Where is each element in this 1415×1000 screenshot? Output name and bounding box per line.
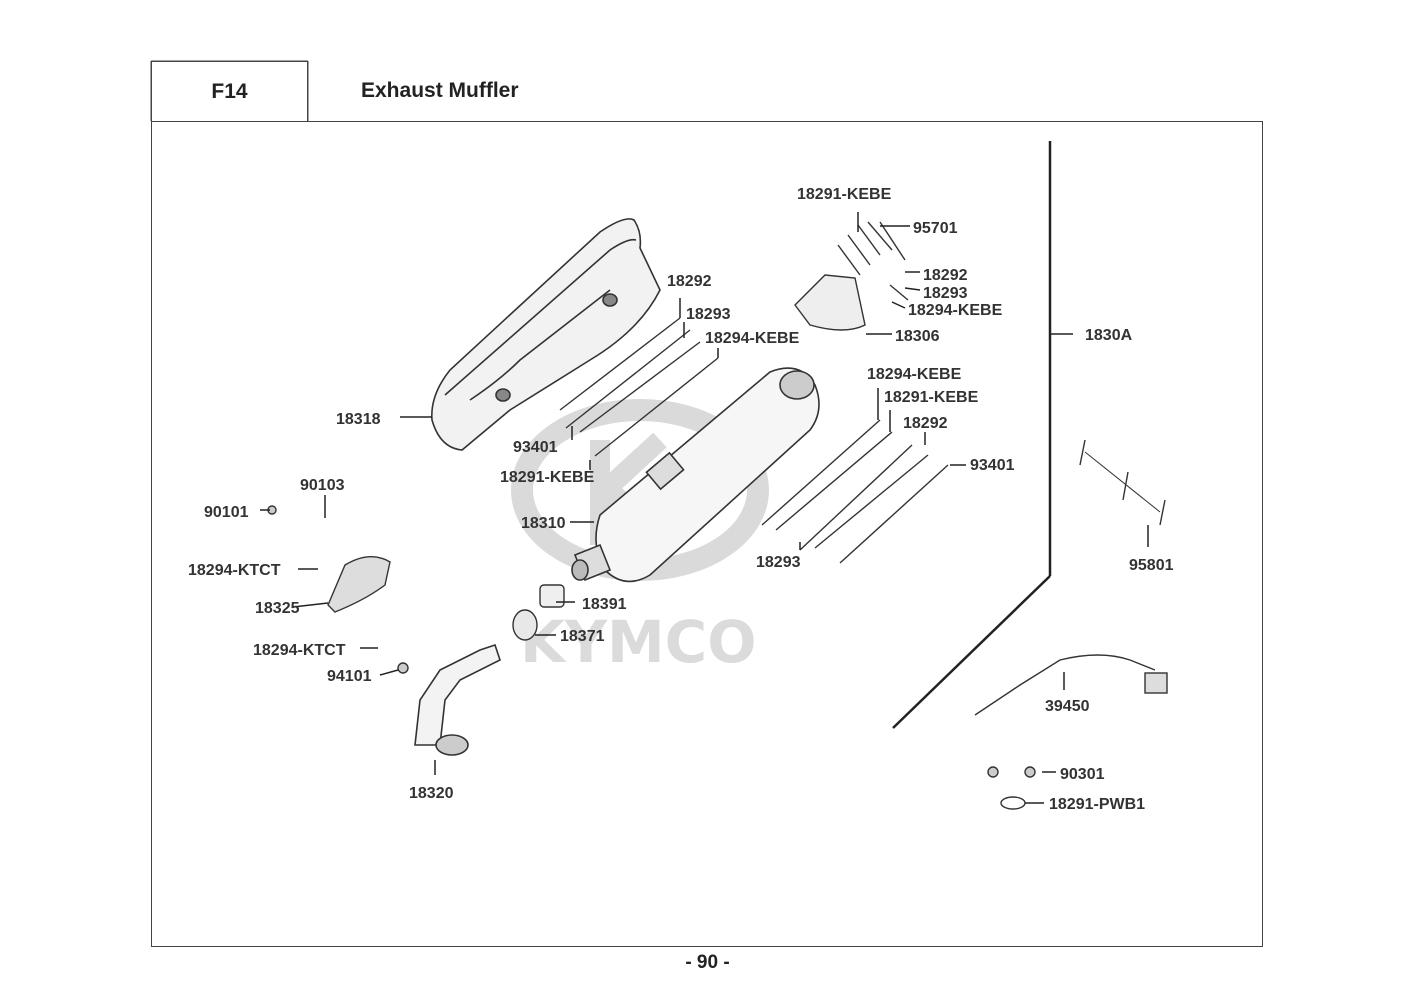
callout-18306: 18306: [895, 328, 940, 345]
cover-18306: [794, 274, 866, 331]
muffler-18310: [571, 367, 820, 583]
callout-18294-kebe-right: 18294-KEBE: [908, 302, 1003, 319]
callout-93401-left: 93401: [513, 439, 558, 456]
callout-18294-ktct-upper: 18294-KTCT: [188, 562, 281, 579]
callout-18293-right: 18293: [923, 285, 968, 302]
leader-lines: [260, 212, 1149, 804]
callout-18292-right: 18292: [923, 267, 968, 284]
diagram-frame: [151, 121, 1263, 947]
callout-18293-mid: 18293: [686, 306, 731, 323]
clamp-bolts-top: [837, 221, 909, 301]
callout-18318: 18318: [336, 411, 381, 428]
gasket-18391: [539, 584, 565, 608]
callout-18291-kebe-left: 18291-KEBE: [500, 469, 595, 486]
heat-guard-18325: [327, 556, 391, 613]
callout-18294-ktct-lower: 18294-KTCT: [253, 642, 346, 659]
o2-sensor-39450: [974, 654, 1168, 716]
callout-93401-right: 93401: [970, 457, 1015, 474]
callout-18291-kebe-top: 18291-KEBE: [797, 186, 892, 203]
watermark-brand: KYMCO: [520, 608, 757, 676]
callout-18294-kebe-lower: 18294-KEBE: [867, 366, 962, 383]
callout-18325: 18325: [255, 600, 300, 617]
page-number: - 90 -: [685, 952, 730, 973]
callout-90301: 90301: [1060, 766, 1105, 783]
callout-18292-lower: 18292: [903, 415, 948, 432]
group-bracket: [892, 141, 1073, 729]
callout-94101: 94101: [327, 668, 372, 685]
callout-18391: 18391: [582, 596, 627, 613]
page-title: Exhaust Muffler: [361, 79, 519, 102]
callout-18292-mid: 18292: [667, 273, 712, 290]
small-fasteners: [267, 505, 1036, 810]
callout-18291-pwb1: 18291-PWB1: [1049, 796, 1145, 813]
heat-shield-18318: [431, 218, 661, 451]
callout-18293-lower: 18293: [756, 554, 801, 571]
clamp-18371: [512, 609, 538, 641]
mounting-straps: [559, 317, 1166, 564]
callout-18310: 18310: [521, 515, 566, 532]
callout-90101: 90101: [204, 504, 249, 521]
callout-1830a: 1830A: [1085, 327, 1133, 344]
callout-18371: 18371: [560, 628, 605, 645]
callout-18291-kebe-lower: 18291-KEBE: [884, 389, 979, 406]
callout-18294-kebe-mid: 18294-KEBE: [705, 330, 800, 347]
callout-90103: 90103: [300, 477, 345, 494]
callout-95701: 95701: [913, 220, 958, 237]
callout-39450: 39450: [1045, 698, 1090, 715]
exhaust-pipe-18320: [414, 643, 501, 756]
callout-95801: 95801: [1129, 557, 1174, 574]
callout-18320: 18320: [409, 785, 454, 802]
